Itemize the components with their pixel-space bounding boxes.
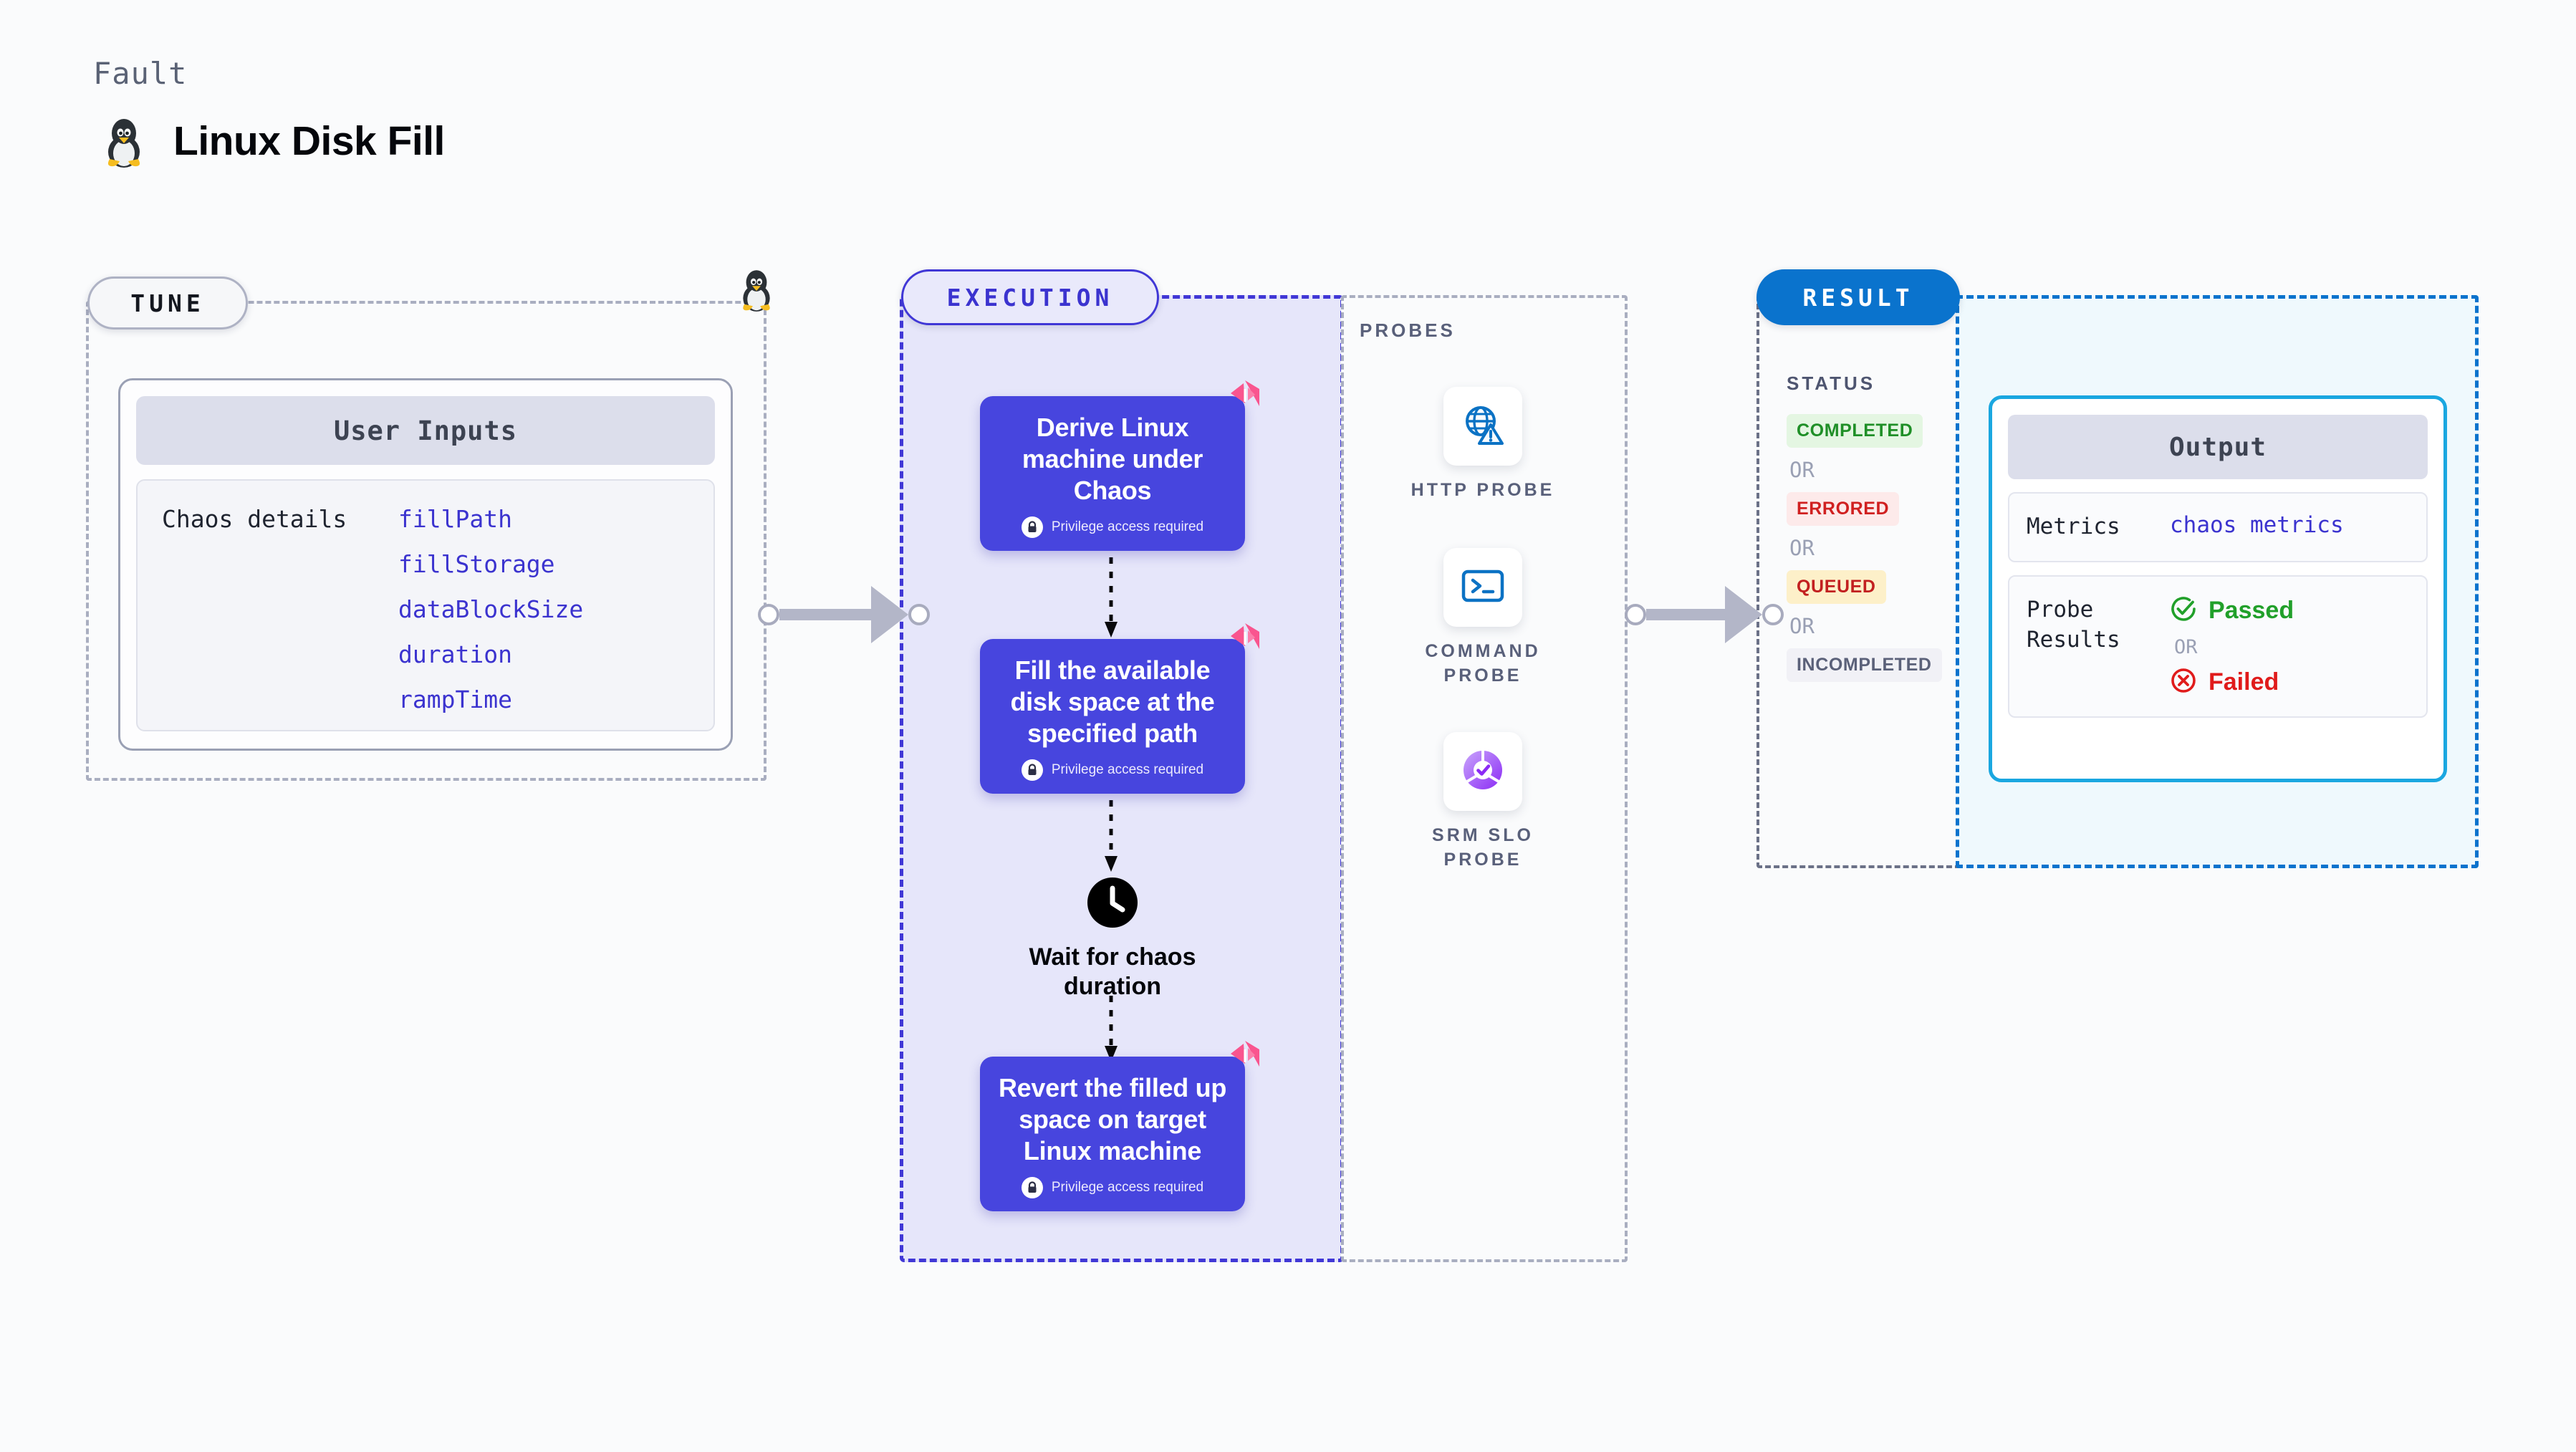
connector-shaft (779, 609, 873, 620)
connector-end-dot (908, 604, 930, 625)
tune-pill[interactable]: TUNE (87, 277, 248, 330)
privilege-text: Privilege access required (1051, 761, 1204, 777)
chaos-field-datablocksize[interactable]: dataBlockSize (398, 595, 584, 623)
failed-label: Failed (2209, 668, 2279, 696)
privilege-text: Privilege access required (1051, 519, 1204, 534)
metrics-label: Metrics (2027, 514, 2120, 539)
fault-badge-icon (1224, 379, 1261, 418)
probe-result-failed: Failed (2170, 667, 2294, 698)
probe-tile (1443, 732, 1522, 811)
lock-icon (1021, 516, 1043, 538)
execution-pill[interactable]: EXECUTION (901, 269, 1159, 325)
execution-step-title: Revert the filled up space on target Lin… (998, 1073, 1227, 1165)
linux-penguin-icon (736, 266, 777, 312)
output-row-probe-results: Probe Results Passed OR (2008, 574, 2428, 718)
execution-step-3[interactable]: Revert the filled up space on target Lin… (980, 1041, 1259, 1211)
x-circle-icon (2170, 667, 2197, 698)
privilege-text: Privilege access required (1051, 1179, 1204, 1195)
status-badge-errored: ERRORED (1787, 492, 1900, 526)
execution-step-privilege: Privilege access required (996, 1176, 1229, 1198)
probe-results-label: Probe Results (2027, 596, 2120, 653)
globe-warning-icon (1461, 403, 1505, 451)
connector-arrowhead (1725, 586, 1762, 643)
connector-arrowhead (871, 586, 908, 643)
wait-node-label: Wait for chaos duration (1029, 943, 1196, 1000)
user-inputs-body: Chaos details fillPath fillStorage dataB… (136, 479, 715, 731)
probe-tile (1443, 548, 1522, 627)
page-title-row: Linux Disk Fill (100, 115, 445, 168)
connector-start-dot (1625, 604, 1646, 625)
page-kicker: Fault (93, 56, 188, 91)
execution-step-2[interactable]: Fill the available disk space at the spe… (980, 623, 1259, 794)
status-or-1: OR (1789, 458, 1815, 482)
status-list: COMPLETED OR ERRORED OR QUEUED OR INCOMP… (1787, 414, 1944, 682)
execution-step-privilege: Privilege access required (996, 516, 1229, 538)
probe-http[interactable]: HTTP PROBE (1397, 387, 1569, 503)
output-header: Output (2008, 415, 2428, 479)
fault-badge-icon (1224, 622, 1261, 661)
output-card: Output Metrics chaos metrics Probe Resul… (1989, 395, 2447, 782)
chaos-field-fillstorage[interactable]: fillStorage (398, 550, 555, 578)
slo-donut-check-icon (1461, 748, 1505, 796)
chaos-field-ramptime[interactable]: rampTime (398, 686, 512, 713)
execution-step-title: Derive Linux machine under Chaos (1022, 413, 1203, 505)
chaos-field-list: fillPath fillStorage dataBlockSize durat… (398, 505, 583, 730)
connector-end-dot (1762, 604, 1784, 625)
result-pill[interactable]: RESULT (1756, 269, 1960, 325)
probe-command[interactable]: COMMAND PROBE (1397, 548, 1569, 688)
output-row-metrics: Metrics chaos metrics (2008, 492, 2428, 562)
execution-arrow-3 (1100, 996, 1122, 1065)
tune-region (86, 301, 766, 781)
user-inputs-card: User Inputs Chaos details fillPath fillS… (118, 378, 733, 751)
execution-step-title: Fill the available disk space at the spe… (1010, 655, 1215, 748)
chaos-details-label: Chaos details (162, 505, 347, 533)
status-badge-queued: QUEUED (1787, 570, 1886, 604)
terminal-icon (1461, 567, 1505, 608)
page-title: Linux Disk Fill (173, 118, 445, 164)
status-or-3: OR (1789, 614, 1815, 638)
connector-execution-to-result (1625, 586, 1784, 643)
chaos-field-duration[interactable]: duration (398, 640, 512, 668)
probe-tile (1443, 387, 1522, 466)
connector-tune-to-execution (758, 586, 930, 643)
linux-penguin-icon (100, 115, 148, 168)
connector-start-dot (758, 604, 779, 625)
user-inputs-header: User Inputs (136, 396, 715, 465)
chaos-field-fillpath[interactable]: fillPath (398, 505, 512, 533)
execution-step-1[interactable]: Derive Linux machine under Chaos Privile… (980, 380, 1259, 551)
execution-step-privilege: Privilege access required (996, 759, 1229, 781)
probe-label: SRM SLO PROBE (1432, 825, 1534, 870)
passed-label: Passed (2209, 596, 2294, 624)
probe-result-passed: Passed (2170, 595, 2294, 626)
lock-icon (1021, 1176, 1043, 1198)
probe-results-values: Passed OR Failed (2170, 595, 2294, 698)
wait-for-chaos-duration-node: Wait for chaos duration (1016, 878, 1209, 1001)
clock-icon (1087, 878, 1138, 931)
probe-srm-slo[interactable]: SRM SLO PROBE (1397, 732, 1569, 872)
probe-label: COMMAND PROBE (1425, 641, 1541, 686)
status-or-2: OR (1789, 536, 1815, 560)
status-badge-completed: COMPLETED (1787, 414, 1923, 448)
status-badge-incompleted: INCOMPLETED (1787, 648, 1942, 682)
connector-shaft (1646, 609, 1726, 620)
metrics-value[interactable]: chaos metrics (2170, 512, 2344, 538)
check-circle-icon (2170, 595, 2197, 626)
fault-badge-icon (1224, 1039, 1261, 1079)
probes-title: PROBES (1360, 319, 1456, 341)
status-title: STATUS (1787, 372, 1876, 394)
probe-label: HTTP PROBE (1410, 480, 1555, 500)
lock-icon (1021, 759, 1043, 781)
probe-result-or: OR (2174, 635, 2198, 658)
